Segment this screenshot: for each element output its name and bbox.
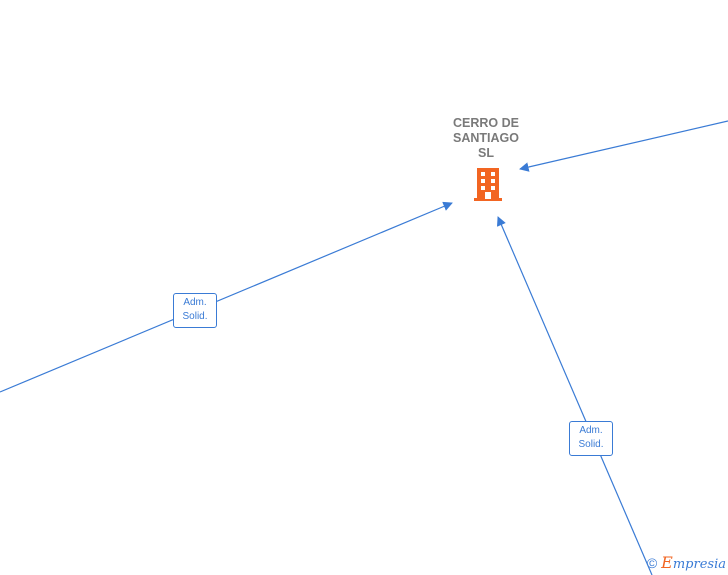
brand-initial: E [661, 553, 673, 572]
building-icon[interactable] [472, 167, 504, 203]
edge-label-line1: Adm. [579, 425, 603, 436]
brand-rest: mpresia [672, 557, 726, 572]
edge-label-adm-solid[interactable]: Adm. Solid. [173, 293, 217, 328]
edge-line-top-right [519, 120, 728, 172]
empresia-watermark: © Empresia [647, 553, 726, 572]
copyright-icon: © [646, 554, 658, 571]
edge-label-adm-solid[interactable]: Adm. Solid. [569, 421, 613, 456]
edge-line-bottom [497, 216, 653, 575]
edge-line-left [0, 201, 453, 393]
brand-name: Empresia [661, 553, 726, 572]
company-name[interactable]: CERRO DE SANTIAGO SL [453, 116, 519, 160]
edge-label-line2: Solid. [578, 439, 604, 450]
edge-label-line2: Solid. [182, 311, 208, 322]
edge-label-line1: Adm. [183, 297, 207, 308]
